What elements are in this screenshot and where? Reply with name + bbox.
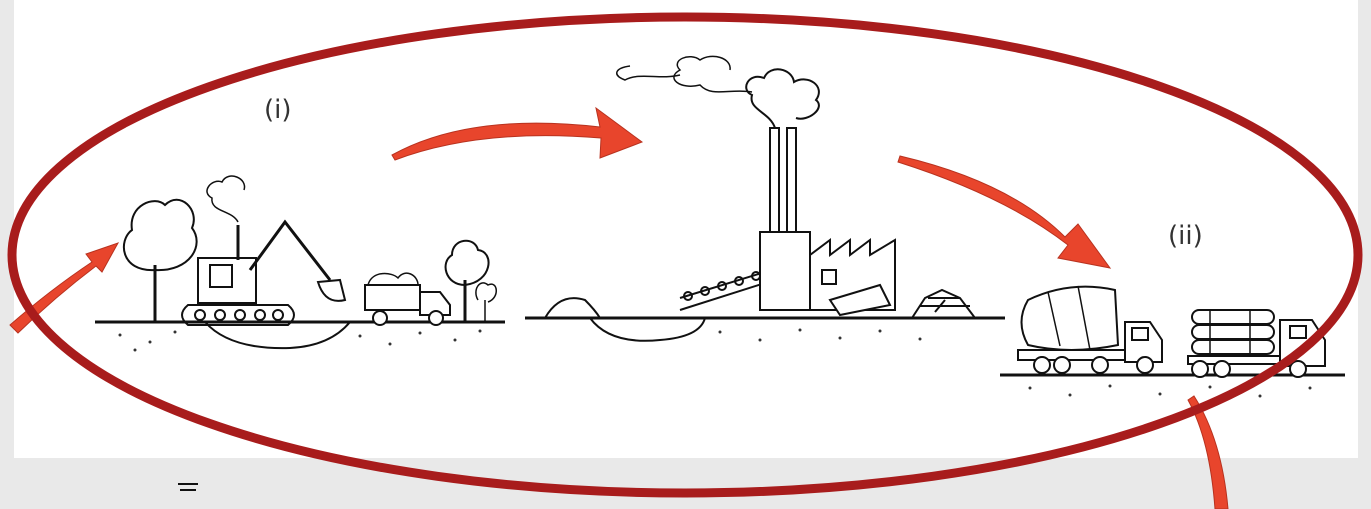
stage-label-extraction: (i): [264, 95, 292, 125]
illustration-panel: [14, 0, 1358, 458]
ink-mark: [178, 484, 198, 490]
stage-label-transport: (ii): [1168, 221, 1203, 251]
